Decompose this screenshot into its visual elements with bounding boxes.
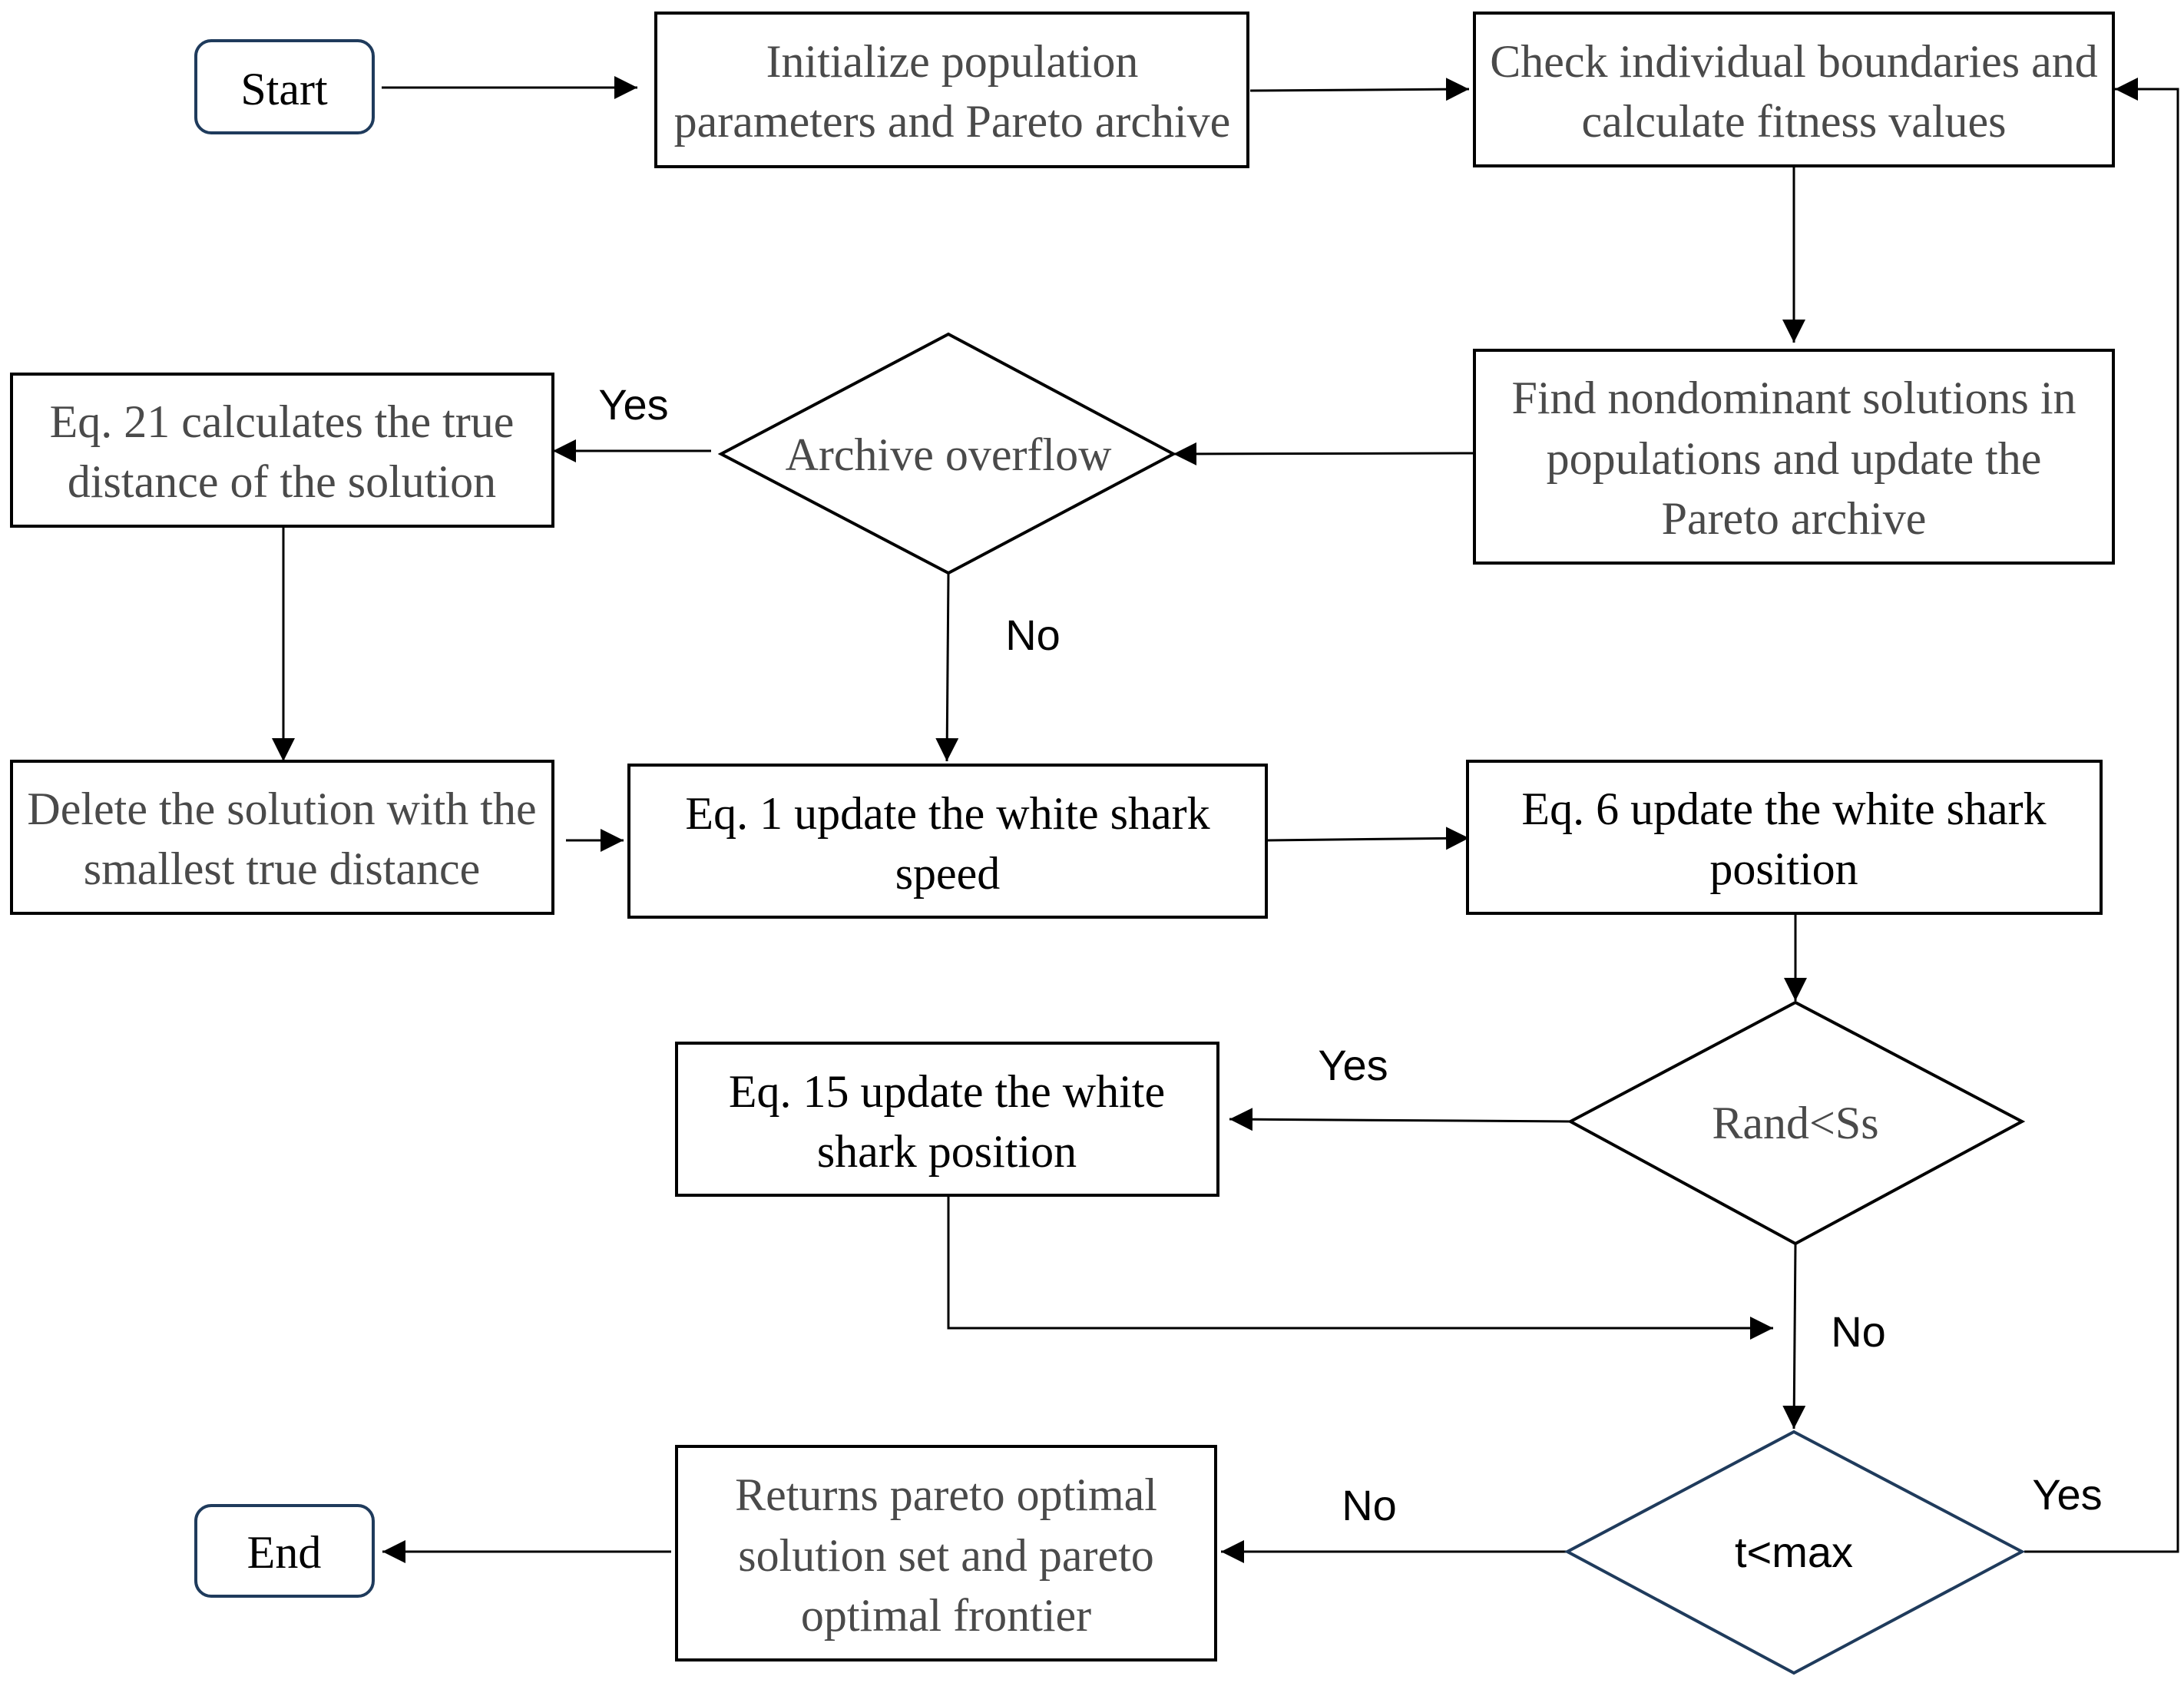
archive-decision: Archive overflow — [717, 332, 1177, 575]
returns-box — [675, 1445, 1217, 1661]
eq15-label-line-2: shark position — [817, 1126, 1077, 1177]
returns-label-line-3: optimal frontier — [801, 1590, 1091, 1641]
eq15-label-line-1: Eq. 15 update the white — [729, 1066, 1165, 1117]
eq6-node: Eq. 6 update the white shark position — [1466, 760, 2103, 915]
archive-yes-label: Yes — [598, 380, 668, 429]
delete-label-line-1: Delete the solution with the — [27, 784, 536, 834]
find-node: Find nondominant solutions in population… — [1473, 349, 2115, 565]
returns-label-line-2: solution set and pareto — [738, 1530, 1154, 1581]
eq1-label-line-2: speed — [895, 848, 1001, 899]
end-node: End — [194, 1504, 375, 1598]
eq6-label-line-2: position — [1709, 843, 1858, 894]
init-box — [654, 12, 1249, 168]
arrow-eq1-to-eq6 — [1266, 827, 1470, 850]
eq6-box — [1466, 760, 2103, 915]
tmax-no-label: No — [1342, 1481, 1397, 1529]
find-label-line-3: Pareto archive — [1662, 493, 1927, 544]
returns-node: Returns pareto optimal solution set and … — [675, 1445, 1217, 1661]
delete-box — [10, 760, 554, 915]
eq6-label-line-1: Eq. 6 update the white shark — [1521, 784, 2046, 834]
end-terminal — [194, 1504, 375, 1598]
eq21-node: Eq. 21 calculates the true distance of t… — [10, 373, 554, 528]
end-label: End — [247, 1527, 322, 1578]
delete-label-line-2: smallest true distance — [84, 843, 481, 894]
eq1-label-line-1: Eq. 1 update the white shark — [685, 788, 1209, 839]
arrow-rand-yes-to-eq15 — [1229, 1108, 1571, 1131]
archive-no-label: No — [1005, 611, 1061, 659]
returns-label-line-1: Returns pareto optimal — [735, 1469, 1157, 1520]
eq15-node: Eq. 15 update the white shark position — [675, 1042, 1219, 1197]
check-label-line-2: calculate fitness values — [1581, 96, 2006, 147]
init-label-line-1: Initialize population — [766, 36, 1139, 87]
arrow-rand-no-to-tmax — [1782, 1243, 1806, 1430]
eq1-box — [627, 764, 1268, 919]
check-box — [1473, 12, 2115, 167]
tmax-diamond — [1564, 1430, 2026, 1675]
find-box — [1473, 349, 2115, 565]
rand-no-label: No — [1831, 1307, 1886, 1356]
arrow-eq15-to-merge — [947, 1195, 1773, 1340]
tmax-yes-label: Yes — [2032, 1470, 2102, 1519]
init-label-line-2: parameters and Pareto archive — [674, 96, 1231, 147]
check-label-line-1: Check individual boundaries and — [1490, 36, 2097, 87]
archive-diamond — [717, 332, 1177, 575]
eq1-node: Eq. 1 update the white shark speed — [627, 764, 1268, 919]
find-label-line-2: populations and update the — [1547, 433, 2042, 484]
check-node: Check individual boundaries and calculat… — [1473, 12, 2115, 167]
eq21-label-line-1: Eq. 21 calculates the true — [50, 396, 515, 447]
init-node: Initialize population parameters and Par… — [654, 12, 1249, 168]
find-label-line-1: Find nondominant solutions in — [1511, 373, 2076, 423]
rand-label: Rand<Ss — [1712, 1098, 1878, 1148]
eq15-box — [675, 1042, 1219, 1197]
arrow-archive-no-to-eq1 — [935, 572, 959, 762]
archive-label: Archive overflow — [786, 429, 1113, 480]
arrow-init-to-check — [1249, 78, 1470, 101]
delete-node: Delete the solution with the smallest tr… — [10, 760, 554, 915]
rand-decision: Rand<Ss — [1567, 1000, 2026, 1246]
start-node: Start — [194, 39, 375, 134]
tmax-label: t<max — [1735, 1528, 1853, 1576]
arrow-find-to-archive — [1173, 442, 1475, 465]
rand-diamond — [1567, 1000, 2026, 1246]
eq21-label-line-2: distance of the solution — [68, 456, 496, 507]
connectors — [272, 76, 2179, 1563]
arrow-tmax-yes-to-check — [2024, 78, 2179, 1553]
eq21-box — [10, 373, 554, 528]
start-terminal — [194, 39, 375, 134]
rand-yes-label: Yes — [1318, 1041, 1388, 1089]
start-label: Start — [240, 64, 328, 114]
tmax-decision: t<max — [1564, 1430, 2026, 1675]
